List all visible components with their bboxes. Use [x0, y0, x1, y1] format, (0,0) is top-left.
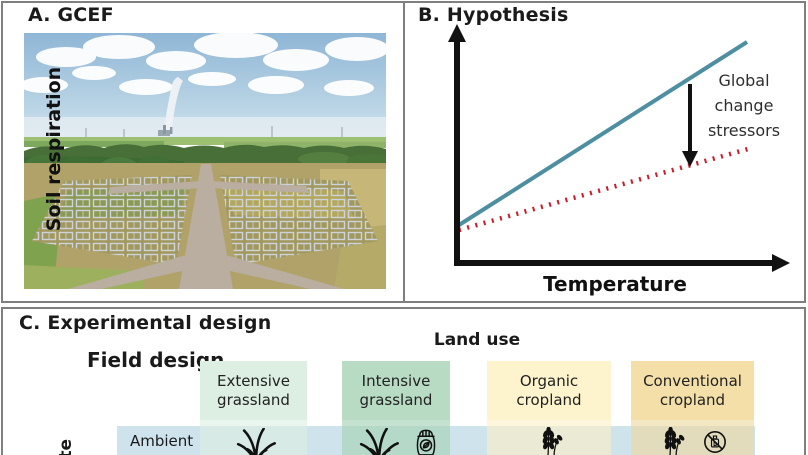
wheat-icon [664, 427, 685, 455]
stressor-annotation: Global change stressors [707, 71, 781, 140]
access-road [68, 164, 344, 289]
y-axis-label: Soil respiration [43, 66, 65, 232]
column-strip-intensive [342, 420, 450, 455]
x-axis-label: Temperature [543, 272, 687, 296]
grass-icon [236, 428, 276, 455]
column-conventional-cropland: Conventional cropland [631, 361, 754, 420]
column-label: Organic cropland [516, 371, 582, 409]
column-intensive-grassland: Intensive grassland [342, 361, 450, 420]
hypothesis-chart [448, 24, 790, 272]
no-pesticide-icon [704, 431, 726, 453]
ambient-row-label: Ambient [130, 432, 194, 450]
expected-respiration-line [457, 40, 749, 227]
column-label: Intensive grassland [359, 371, 433, 409]
land-use-axis-label: Land use [433, 330, 521, 350]
power-plant [158, 77, 183, 136]
wheat-icon [542, 427, 563, 455]
gcef-field-photo [24, 33, 386, 289]
column-organic-cropland: Organic cropland [487, 361, 611, 420]
clouds [24, 33, 386, 96]
column-extensive-grassland: Extensive grassland [200, 361, 307, 420]
stressor-arrow [682, 84, 698, 167]
stressed-respiration-line [458, 146, 749, 233]
column-strip-conventional [631, 420, 754, 455]
column-label: Extensive grassland [216, 371, 291, 409]
pylons [85, 126, 343, 137]
column-label: Conventional cropland [643, 371, 742, 409]
panel-divider [403, 1, 405, 301]
panel-c-title: C. Experimental design [19, 312, 272, 334]
panel-b-title: B. Hypothesis [418, 4, 569, 26]
grass-icon [359, 428, 399, 455]
panel-a-title: A. GCEF [28, 4, 114, 26]
experiment-plots [32, 175, 378, 265]
climate-axis-label: Climate [56, 400, 80, 455]
axes [448, 24, 790, 272]
fertilizer-bag-icon [416, 429, 436, 455]
